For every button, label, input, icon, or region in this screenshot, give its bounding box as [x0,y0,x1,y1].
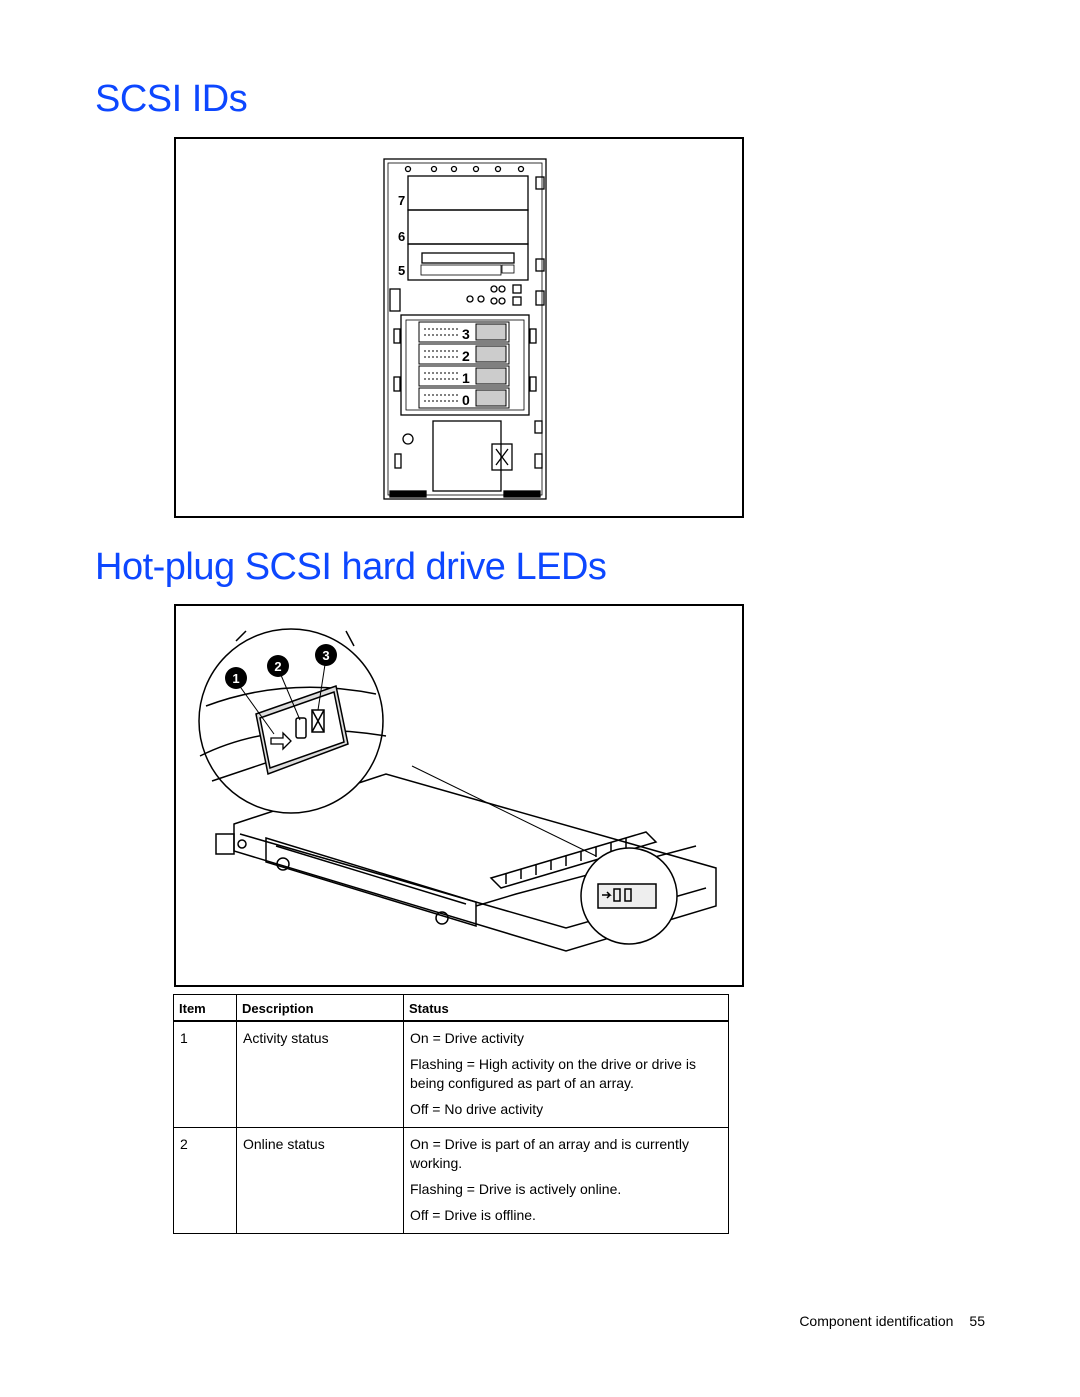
bay-number-5: 5 [398,263,405,278]
scsi-id-0: 0 [462,392,470,408]
status-line: Flashing = Drive is actively online. [410,1181,622,1197]
status-line: Off = Drive is offline. [410,1207,536,1223]
page-footer: Component identification 55 [799,1313,985,1329]
bay-number-7: 7 [398,193,405,208]
row-description: Online status [236,1127,404,1234]
hard-drive-led-figure: 1 2 3 [174,604,744,987]
table-header-row: Item Description Status [173,994,729,1022]
header-status: Status [403,994,729,1022]
status-line: On = Drive is part of an array and is cu… [410,1136,689,1171]
scsi-id-1: 1 [462,370,470,386]
row-status: On = Drive activity Flashing = High acti… [403,1021,729,1128]
server-front-figure: 7 6 5 3 2 1 0 [174,137,744,518]
status-line: Flashing = High activity on the drive or… [410,1056,696,1091]
scsi-id-2: 2 [462,348,470,364]
section-heading-scsi-ids: SCSI IDs [95,78,248,120]
header-description: Description [236,994,404,1022]
callout-1-marker [225,667,247,689]
callout-2-marker [267,655,289,677]
hard-drive-illustration: 1 2 3 [198,628,717,952]
callout-3-marker [315,644,337,666]
callout-3-label: 3 [322,648,329,663]
row-item: 2 [173,1127,237,1234]
server-front-illustration: 7 6 5 3 2 1 0 [383,158,547,500]
row-description: Activity status [236,1021,404,1128]
footer-section-title: Component identification [799,1313,954,1329]
callout-markers: 1 2 3 [225,644,337,689]
scsi-id-3: 3 [462,326,470,342]
bay-number-6: 6 [398,229,405,244]
led-status-table: Item Description Status 1 Activity statu… [173,994,729,1234]
header-item: Item [173,994,237,1022]
section-heading-hot-plug-leds: Hot-plug SCSI hard drive LEDs [95,546,607,588]
status-line: On = Drive activity [410,1030,524,1046]
row-status: On = Drive is part of an array and is cu… [403,1127,729,1234]
callout-2-label: 2 [274,659,281,674]
status-line: Off = No drive activity [410,1101,544,1117]
page-number: 55 [969,1313,985,1329]
callout-1-label: 1 [232,671,239,686]
table-row: 1 Activity status On = Drive activity Fl… [173,1021,729,1128]
row-item: 1 [173,1021,237,1128]
table-row: 2 Online status On = Drive is part of an… [173,1127,729,1234]
